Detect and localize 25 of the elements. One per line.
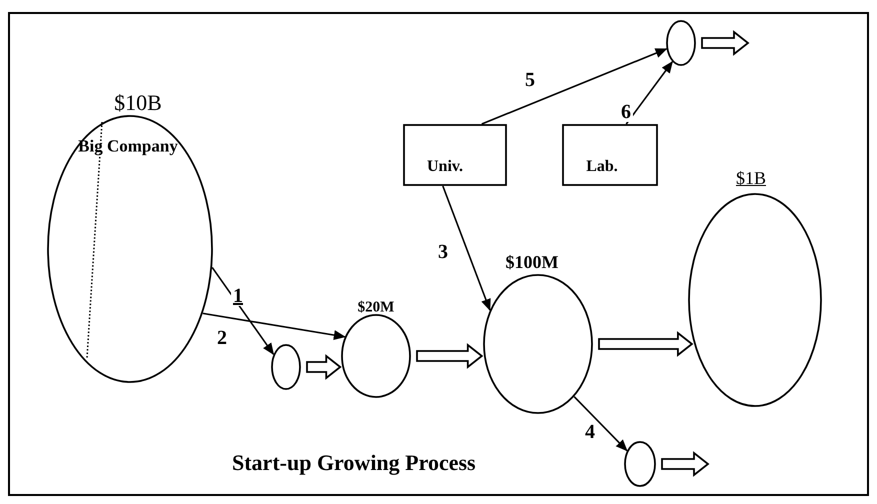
block-arrow <box>598 331 694 357</box>
ellipse-node <box>666 20 696 66</box>
arrow <box>212 267 274 356</box>
node-label: $100M <box>506 253 558 271</box>
node-label: Lab. <box>586 159 618 175</box>
ellipse-node <box>271 344 301 390</box>
diagram-title: Start-up Growing Process <box>232 452 476 474</box>
node-label: $1B <box>736 169 766 187</box>
edge-label: 1 <box>231 286 245 306</box>
block-arrow <box>661 451 710 477</box>
process-box <box>562 124 658 186</box>
edge-label: 6 <box>619 102 633 122</box>
node-label: $10B <box>114 92 162 114</box>
node-label: Univ. <box>427 159 463 175</box>
ellipse-node <box>624 441 656 487</box>
arrow <box>442 186 491 312</box>
arrow <box>574 396 628 452</box>
block-arrow <box>306 354 342 380</box>
block-arrow <box>701 30 750 56</box>
arrow <box>626 60 673 124</box>
block-arrow <box>416 343 484 369</box>
arrow <box>202 312 346 340</box>
arrow <box>481 48 668 125</box>
process-box <box>403 124 507 186</box>
node-label: $20M <box>358 300 394 316</box>
